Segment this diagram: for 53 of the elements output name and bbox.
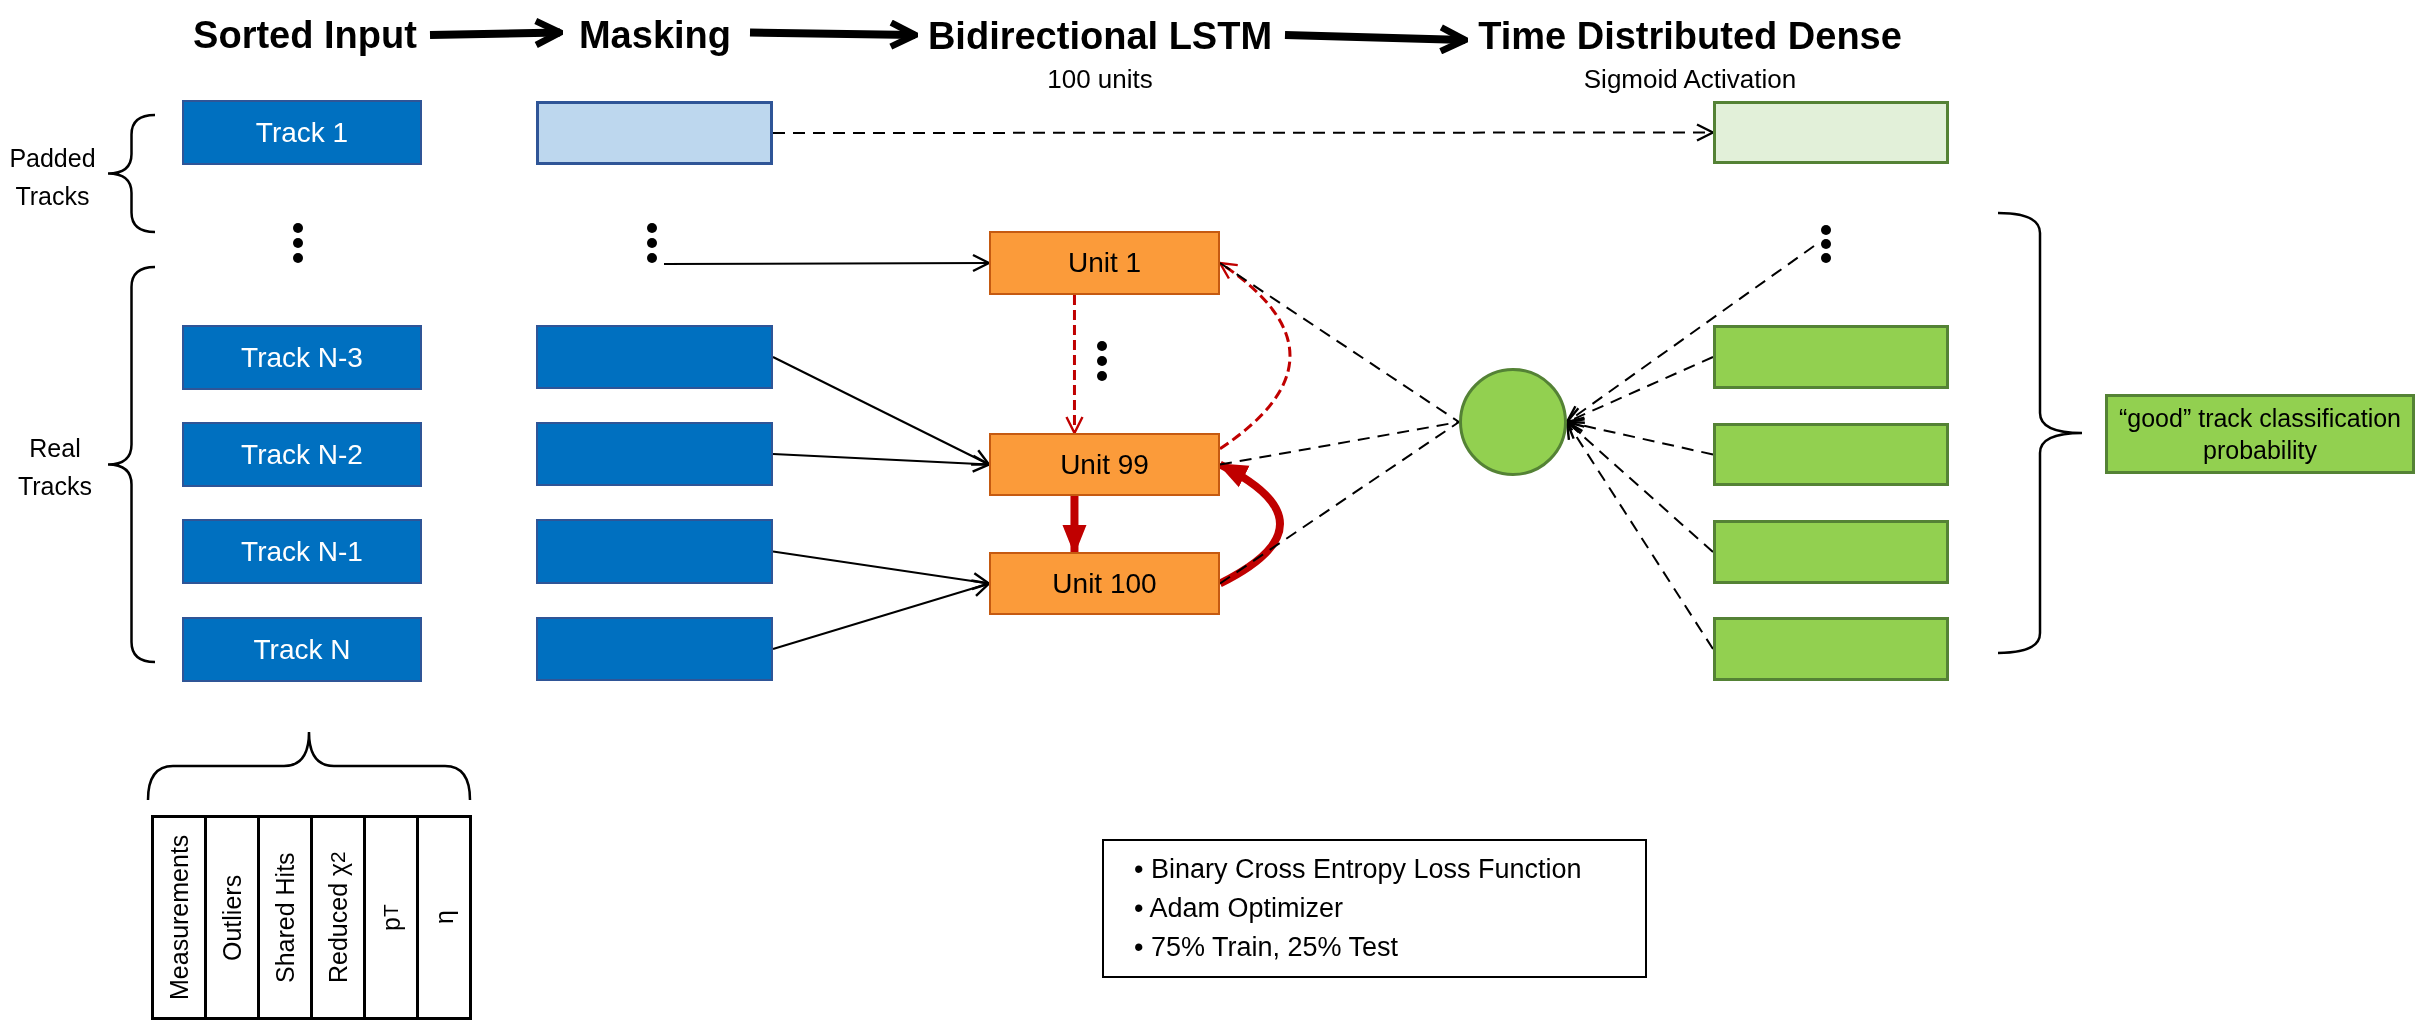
table-cell: Shared Hits [257,815,313,1020]
dense-output-box [1713,423,1949,486]
arrow [1565,356,1714,424]
column-heading: Time Distributed Dense [1478,15,1902,58]
arrow [663,253,991,273]
table-cell: η [416,815,472,1020]
masked-track-box [536,422,773,486]
column-subheading: Sigmoid Activation [1583,64,1797,95]
arrow [1565,245,1815,424]
masked-track-box [536,617,773,681]
track-box: Track 1 [182,100,422,165]
lstm-unit-box: Unit 99 [989,433,1220,496]
padded-masked-box [536,101,773,165]
dense-output-box [1713,617,1949,681]
arrow [772,550,991,591]
note-box [1102,839,1647,978]
group-label: Real Tracks [16,433,94,502]
arrow [772,356,991,466]
dense-output-box [1713,520,1949,584]
connector-line [1219,262,1460,423]
column-heading: Bidirectional LSTM [927,15,1273,58]
arrow [772,123,1715,142]
arrow [772,453,991,473]
arrow [1062,496,1087,555]
bullet-item: • Binary Cross Entropy Loss Function [1134,852,1582,886]
dense-output-box [1713,325,1949,389]
connector-line [1219,421,1460,585]
arrow [749,19,919,50]
connector-line [1219,421,1460,466]
track-box: Track N-1 [182,519,422,584]
bullet-item: • Adam Optimizer [1134,891,1344,925]
arrow [1284,24,1469,55]
track-box: Track N-3 [182,325,422,390]
arrow [429,17,564,49]
column-heading: Masking [560,10,750,60]
group-label: Padded Tracks [8,143,97,212]
bullet-item: • 75% Train, 25% Test [1134,931,1400,965]
arrow [772,579,991,650]
lstm-unit-box: Unit 100 [989,552,1220,615]
table-cell: Outliers [204,815,260,1020]
column-subheading: 100 units [1047,64,1153,95]
output-box: “good” track classification probability [2105,394,2415,474]
lstm-unit-box: Unit 1 [989,231,1220,295]
track-box: Track N [182,617,422,682]
arrow [1218,261,1292,450]
arrow [1217,461,1284,587]
table-cell: Measurements [151,815,207,1020]
arrow [1065,295,1084,435]
track-box: Track N-2 [182,422,422,487]
column-heading: Sorted Input [180,10,430,60]
padded-output-box [1713,101,1949,164]
masked-track-box [536,519,773,584]
masked-track-box [536,325,773,389]
